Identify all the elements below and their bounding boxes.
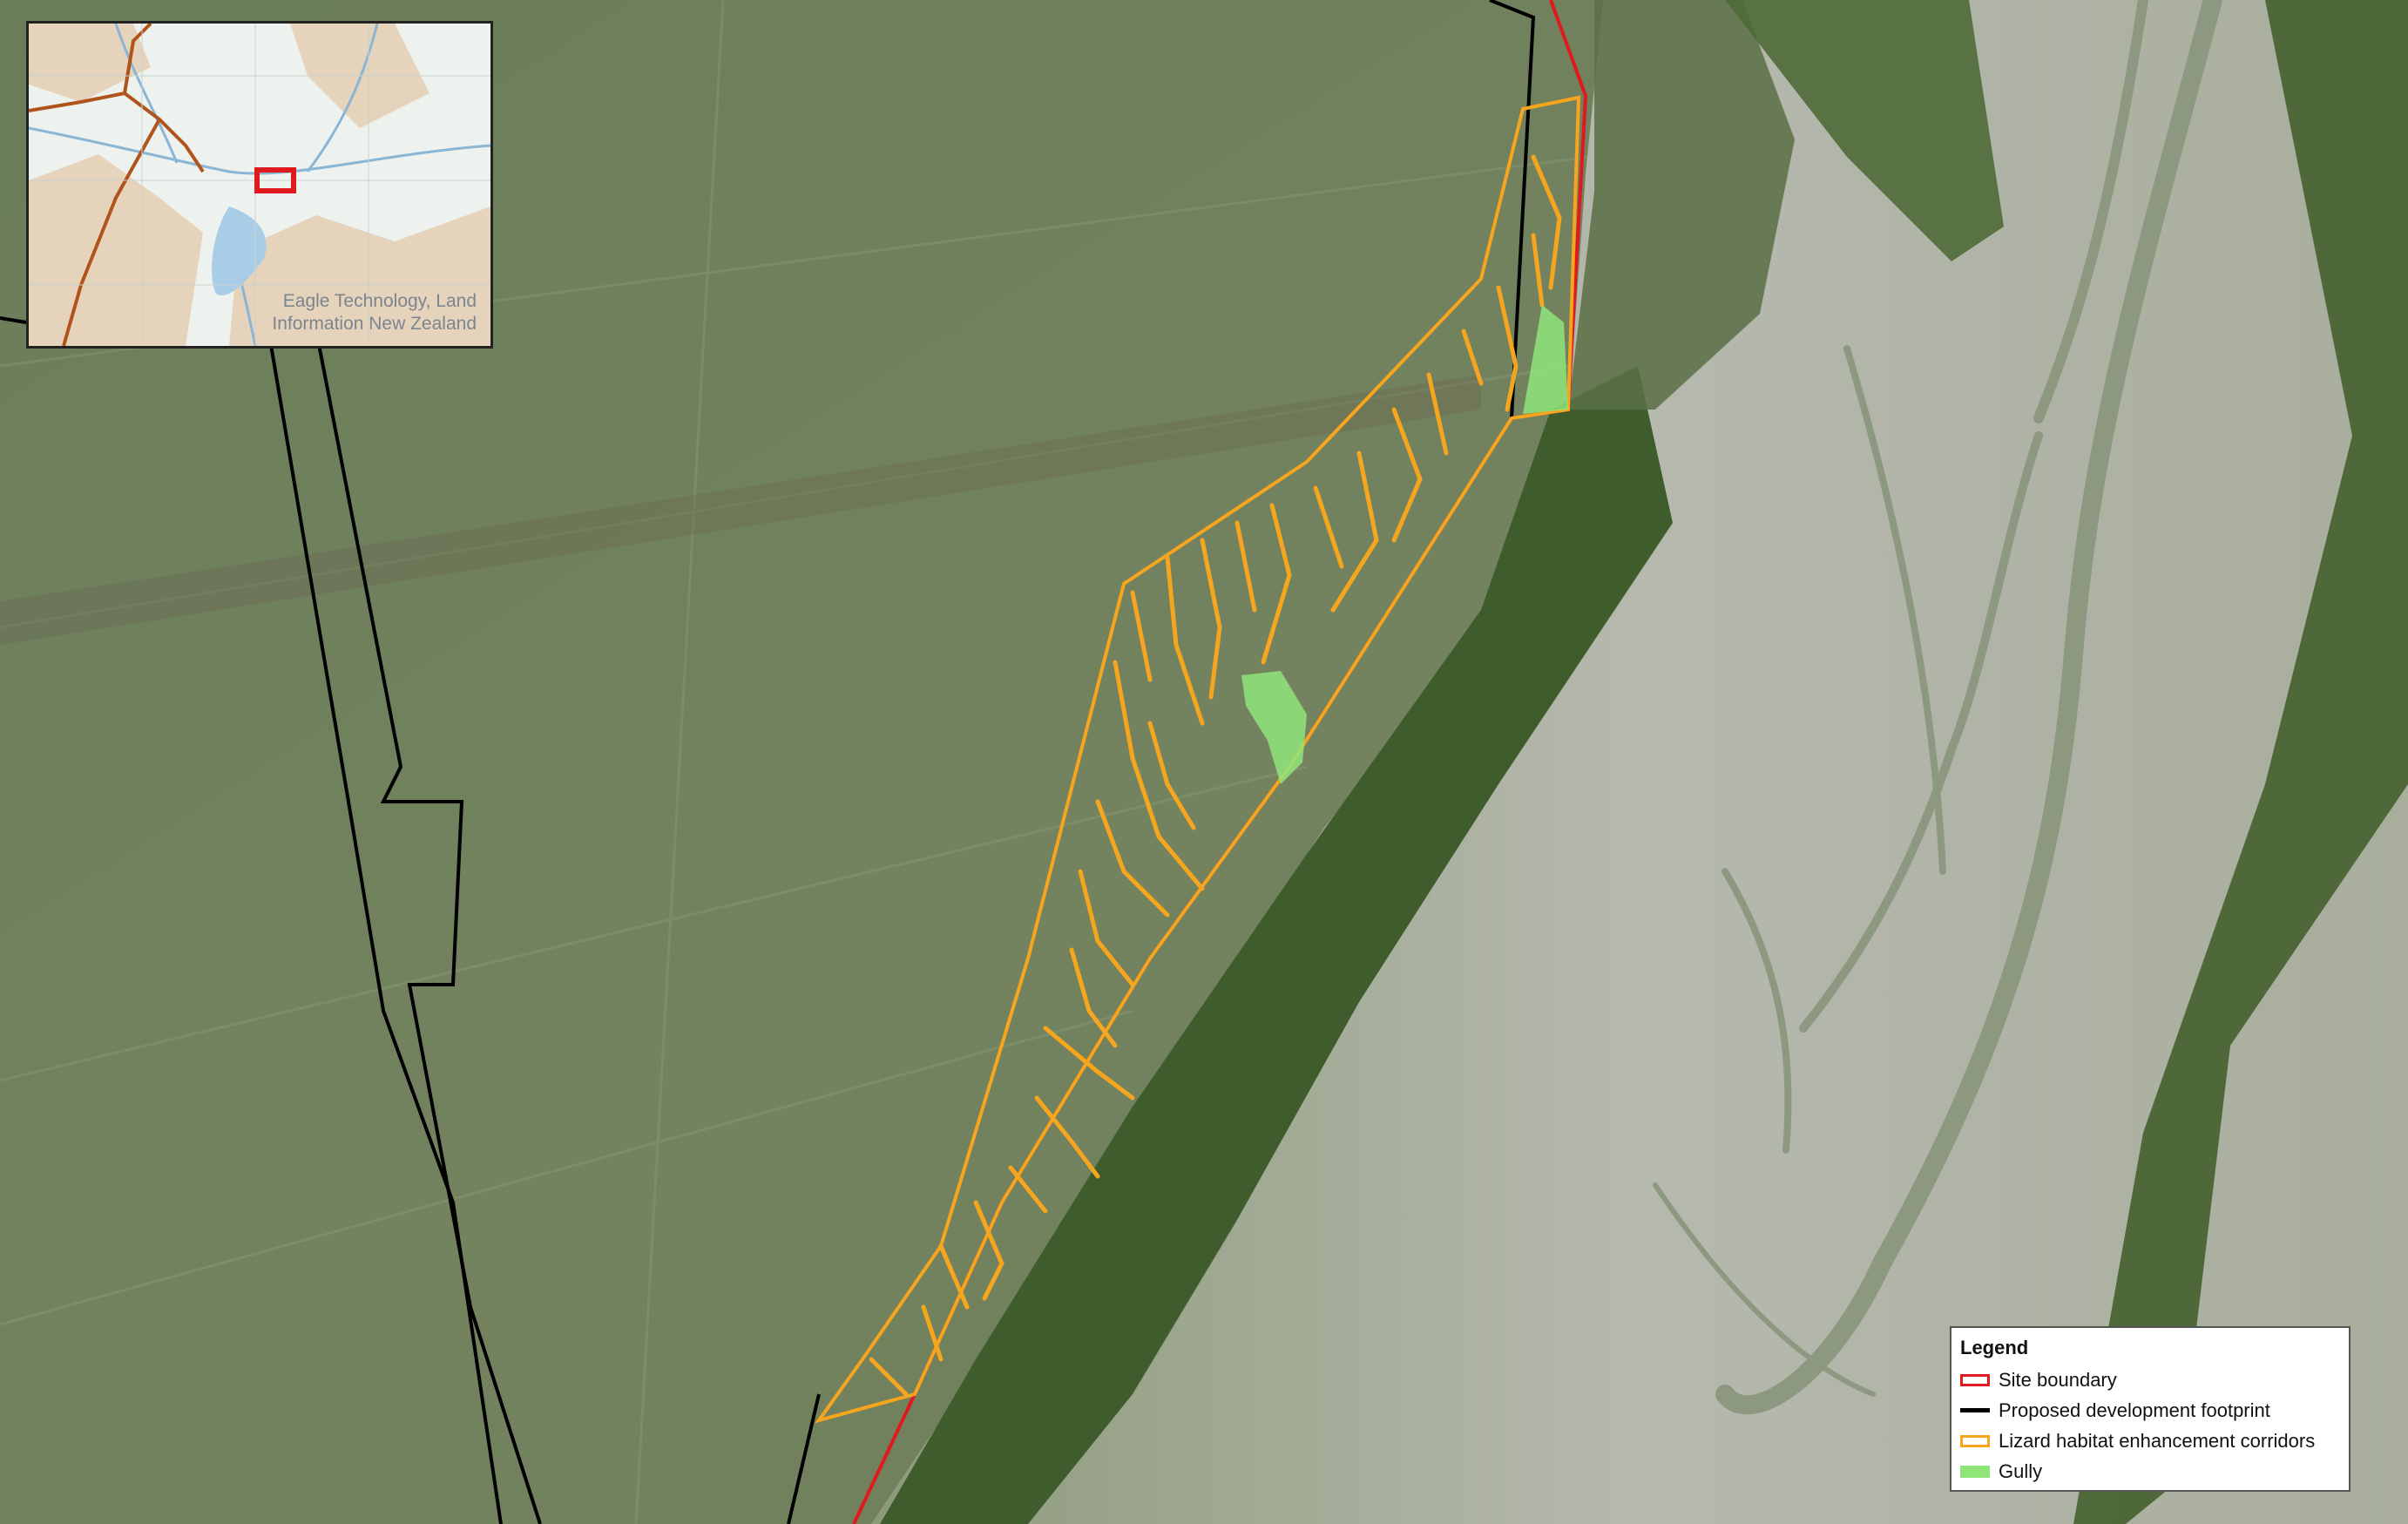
inset-credit: Eagle Technology, Land Information New Z… xyxy=(272,291,477,334)
river-channels xyxy=(1653,0,2222,1415)
locator-inset-map: Eagle Technology, Land Information New Z… xyxy=(26,21,493,349)
legend-item-gully: Gully xyxy=(1960,1456,2340,1487)
vegetation-strip-north xyxy=(1568,0,1795,410)
vegetation-east xyxy=(2073,0,2408,1524)
inset-lake xyxy=(212,207,267,295)
gully-swatch xyxy=(1960,1465,1990,1478)
legend-label: Proposed development footprint xyxy=(1999,1399,2270,1421)
corridor-swatch xyxy=(1960,1434,1990,1447)
inset-site-marker xyxy=(254,167,296,193)
site-boundary-swatch xyxy=(1960,1373,1990,1386)
legend-title: Legend xyxy=(1960,1337,2029,1358)
legend-item-lizard-corridors: Lizard habitat enhancement corridors xyxy=(1960,1426,2340,1456)
gully-north xyxy=(1523,305,1568,414)
legend-item-development-footprint: Proposed development footprint xyxy=(1960,1395,2340,1426)
lizard-corridor-branches xyxy=(869,154,1562,1397)
legend-label: Gully xyxy=(1999,1460,2043,1482)
lizard-corridor-boundary xyxy=(815,95,1581,1424)
gully-central xyxy=(1241,671,1307,784)
vegetation-northeast xyxy=(1725,0,2004,261)
legend-item-site-boundary: Site boundary xyxy=(1960,1365,2340,1395)
footprint-swatch xyxy=(1960,1408,1990,1412)
vegetation-strip xyxy=(880,366,1673,1524)
development-footprint xyxy=(0,0,1536,1524)
dark-terrace-band xyxy=(0,375,1481,645)
legend-label: Lizard habitat enhancement corridors xyxy=(1999,1429,2316,1452)
legend-label: Site boundary xyxy=(1999,1368,2117,1391)
map-legend: Legend Site boundary Proposed developmen… xyxy=(1950,1326,2351,1492)
